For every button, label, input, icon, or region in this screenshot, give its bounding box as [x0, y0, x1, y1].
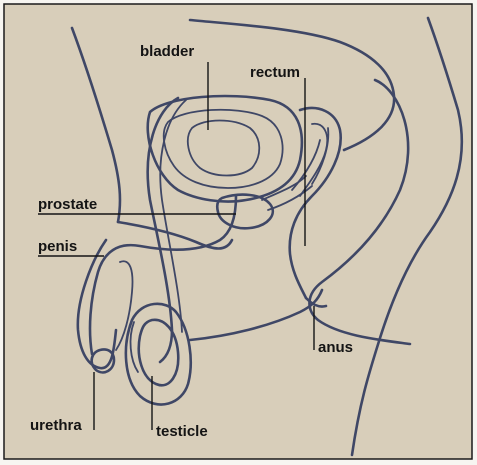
- label-testicle: testicle: [156, 423, 208, 440]
- label-anus: anus: [318, 339, 353, 356]
- diagram-panel: [4, 4, 472, 459]
- label-prostate: prostate: [38, 196, 97, 213]
- label-rectum: rectum: [250, 64, 300, 81]
- label-bladder: bladder: [140, 43, 194, 60]
- label-urethra: urethra: [30, 417, 82, 434]
- label-penis: penis: [38, 238, 77, 255]
